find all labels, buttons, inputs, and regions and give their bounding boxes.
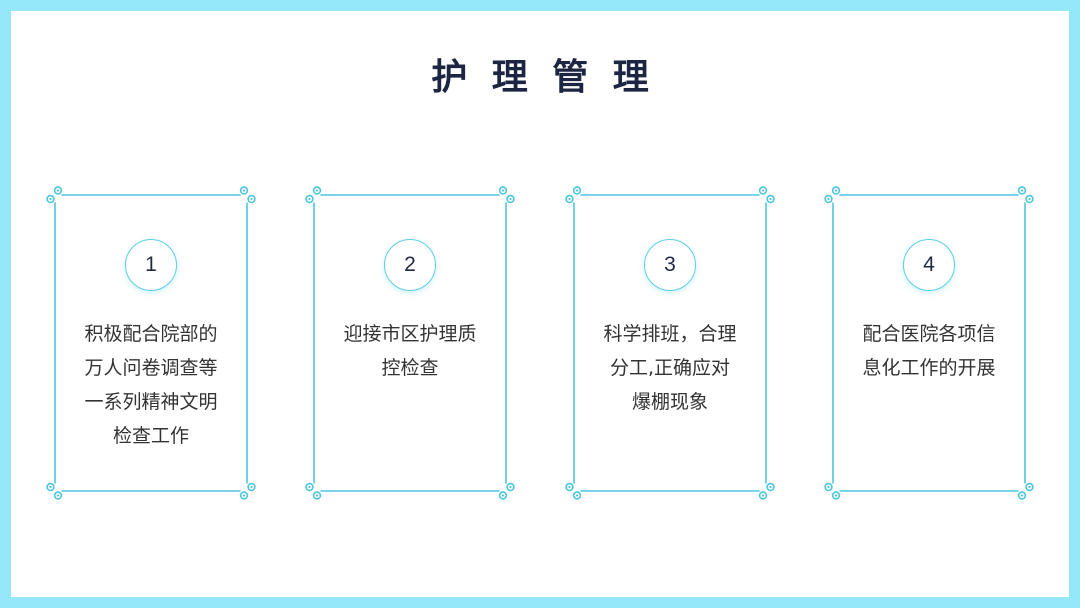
card-text-line: 配合医院各项信 (862, 323, 996, 345)
card-text-line: 积极配合院部的 (84, 323, 218, 345)
card-text-line: 检查工作 (112, 425, 189, 447)
card-text-line: 控检查 (381, 357, 439, 379)
card-number-circle: 1 (125, 239, 177, 291)
card-text: 积极配合院部的 万人问卷调查等 一系列精神文明 检查工作 (46, 317, 256, 453)
card-number-circle: 2 (384, 239, 436, 291)
card-number-circle: 4 (903, 239, 955, 291)
card-number-circle: 3 (644, 239, 696, 291)
card-1: 1 积极配合院部的 万人问卷调查等 一系列精神文明 检查工作 (46, 186, 256, 500)
card-4: 4 配合医院各项信 息化工作的开展 (824, 186, 1034, 500)
card-text-line: 分工,正确应对 (609, 357, 731, 379)
card-3: 3 科学排班，合理 分工,正确应对 爆棚现象 (565, 186, 775, 500)
card-text: 配合医院各项信 息化工作的开展 (824, 317, 1034, 385)
card-2: 2 迎接市区护理质 控检查 (305, 186, 515, 500)
card-text: 迎接市区护理质 控检查 (305, 317, 515, 385)
card-text-line: 万人问卷调查等 (84, 357, 218, 379)
card-text-line: 迎接市区护理质 (343, 323, 477, 345)
card-text-line: 爆棚现象 (631, 391, 708, 413)
page-title: 护 理 管 理 (431, 56, 655, 98)
card-text-line: 一系列精神文明 (84, 391, 218, 413)
card-text-line: 息化工作的开展 (862, 357, 996, 379)
card-text: 科学排班，合理 分工,正确应对 爆棚现象 (565, 317, 775, 419)
card-text-line: 科学排班，合理 (603, 323, 737, 345)
